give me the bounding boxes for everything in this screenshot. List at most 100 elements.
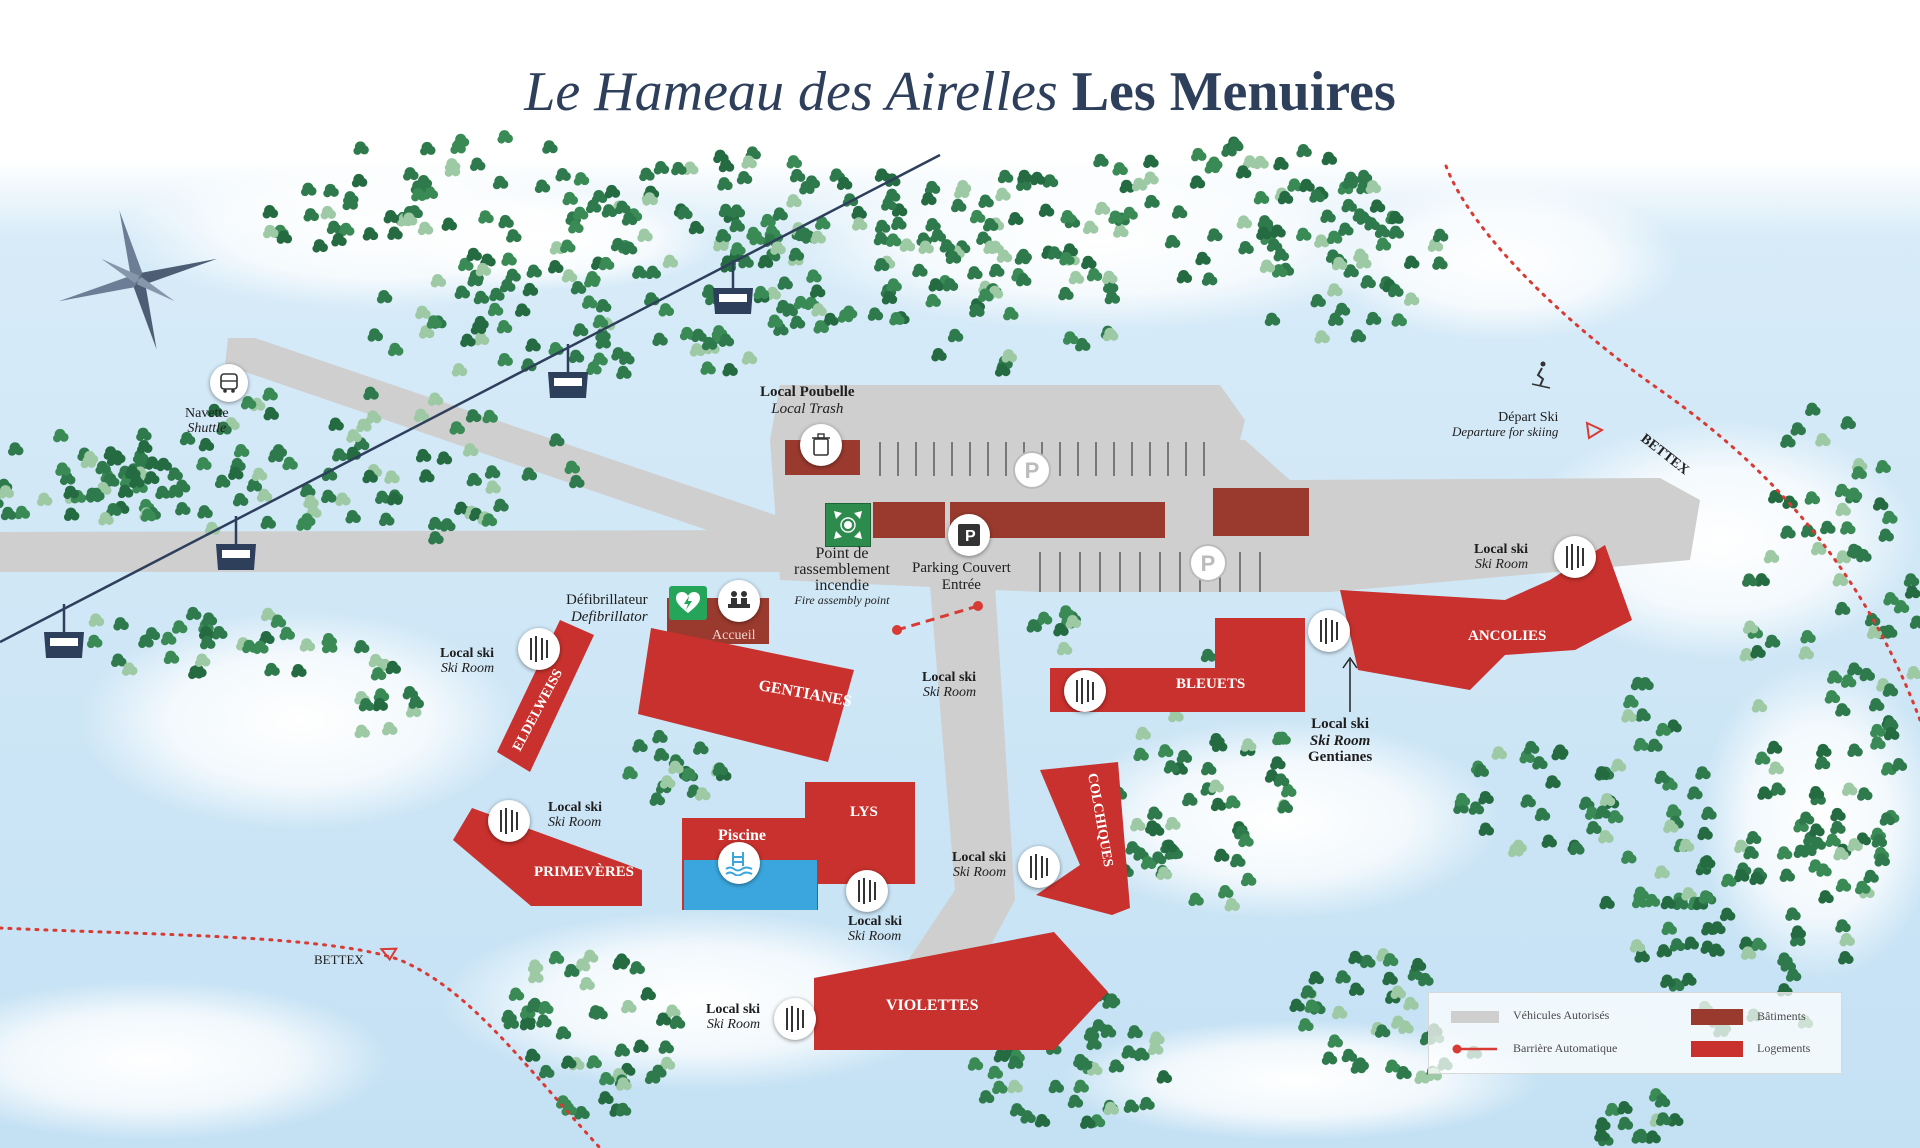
tree bbox=[1165, 816, 1181, 831]
colchiques-building bbox=[1036, 762, 1130, 915]
tree bbox=[1067, 1094, 1084, 1109]
tree bbox=[681, 767, 697, 782]
tree bbox=[363, 386, 379, 401]
legend-road-swatch bbox=[1451, 1011, 1499, 1023]
tree bbox=[1523, 740, 1540, 755]
tree bbox=[1135, 726, 1152, 741]
tree bbox=[1374, 1024, 1391, 1038]
tree bbox=[0, 497, 4, 509]
tree bbox=[1147, 806, 1163, 821]
tree bbox=[233, 443, 250, 458]
tree bbox=[207, 403, 223, 418]
tree bbox=[1134, 1047, 1150, 1062]
tree bbox=[1331, 1005, 1348, 1020]
tree bbox=[1382, 953, 1399, 967]
tree bbox=[659, 775, 676, 789]
tree bbox=[1810, 541, 1827, 556]
tree bbox=[1191, 147, 1207, 162]
tree bbox=[484, 465, 501, 479]
tree bbox=[1091, 1019, 1107, 1033]
tree bbox=[299, 638, 316, 652]
ski-room-icon bbox=[1064, 670, 1106, 712]
tree bbox=[649, 792, 666, 806]
tree bbox=[1059, 252, 1075, 266]
tree bbox=[1104, 993, 1121, 1007]
tree bbox=[1334, 302, 1351, 317]
tree bbox=[1418, 972, 1434, 987]
tree bbox=[1780, 958, 1797, 972]
tree bbox=[320, 205, 337, 220]
tree bbox=[1328, 312, 1344, 327]
tree bbox=[232, 492, 249, 507]
ski-room-icon bbox=[846, 870, 888, 912]
tree bbox=[1331, 256, 1348, 271]
tree bbox=[1403, 255, 1420, 270]
tree bbox=[345, 510, 361, 524]
tree bbox=[260, 515, 277, 530]
tree bbox=[473, 332, 490, 346]
tree bbox=[1207, 156, 1223, 170]
tree bbox=[1143, 171, 1159, 186]
tree bbox=[717, 177, 733, 191]
tree bbox=[1122, 206, 1138, 221]
tree bbox=[63, 507, 80, 522]
tree bbox=[581, 295, 598, 309]
tree bbox=[770, 241, 786, 255]
tree bbox=[362, 469, 378, 484]
tree bbox=[328, 417, 344, 432]
tree bbox=[1644, 893, 1661, 908]
tree bbox=[640, 987, 656, 1001]
tree bbox=[1327, 283, 1343, 297]
tree bbox=[14, 505, 31, 520]
tree bbox=[1834, 483, 1851, 498]
tree bbox=[174, 479, 191, 494]
tree bbox=[967, 266, 983, 280]
tree bbox=[403, 167, 419, 181]
tree bbox=[1414, 1070, 1430, 1085]
tree bbox=[930, 228, 947, 243]
tree bbox=[1847, 743, 1863, 758]
svg-text:P: P bbox=[965, 528, 976, 545]
tree bbox=[1695, 766, 1711, 780]
tree bbox=[601, 204, 618, 218]
tree bbox=[1296, 227, 1312, 242]
tree bbox=[1341, 1048, 1358, 1063]
eldelweiss-building bbox=[497, 620, 594, 772]
tree bbox=[1101, 270, 1118, 285]
tree bbox=[427, 392, 444, 406]
tree bbox=[693, 741, 709, 755]
tree bbox=[451, 363, 468, 377]
tree bbox=[1808, 785, 1825, 800]
tree bbox=[1687, 786, 1703, 800]
tree bbox=[402, 685, 419, 700]
tree bbox=[444, 158, 461, 172]
tree bbox=[573, 172, 590, 186]
tree bbox=[760, 213, 776, 228]
tree bbox=[0, 506, 17, 521]
tree bbox=[591, 190, 608, 204]
tree bbox=[1281, 783, 1297, 798]
tree bbox=[1878, 528, 1894, 542]
tree bbox=[1660, 895, 1677, 910]
tree bbox=[1230, 853, 1246, 868]
tree bbox=[1681, 887, 1697, 901]
tree bbox=[303, 494, 319, 509]
tree bbox=[1271, 264, 1288, 278]
tree bbox=[621, 999, 637, 1014]
tree bbox=[1065, 614, 1082, 629]
tree bbox=[98, 511, 114, 526]
tree bbox=[1478, 790, 1494, 805]
tree bbox=[323, 183, 339, 198]
tree bbox=[1264, 312, 1281, 327]
tree bbox=[1491, 746, 1508, 760]
tree bbox=[1763, 549, 1780, 564]
tree bbox=[1669, 938, 1686, 952]
tree bbox=[1846, 543, 1863, 558]
tree bbox=[1112, 162, 1128, 176]
tree bbox=[1403, 292, 1420, 306]
bleuets-building bbox=[1050, 618, 1305, 712]
